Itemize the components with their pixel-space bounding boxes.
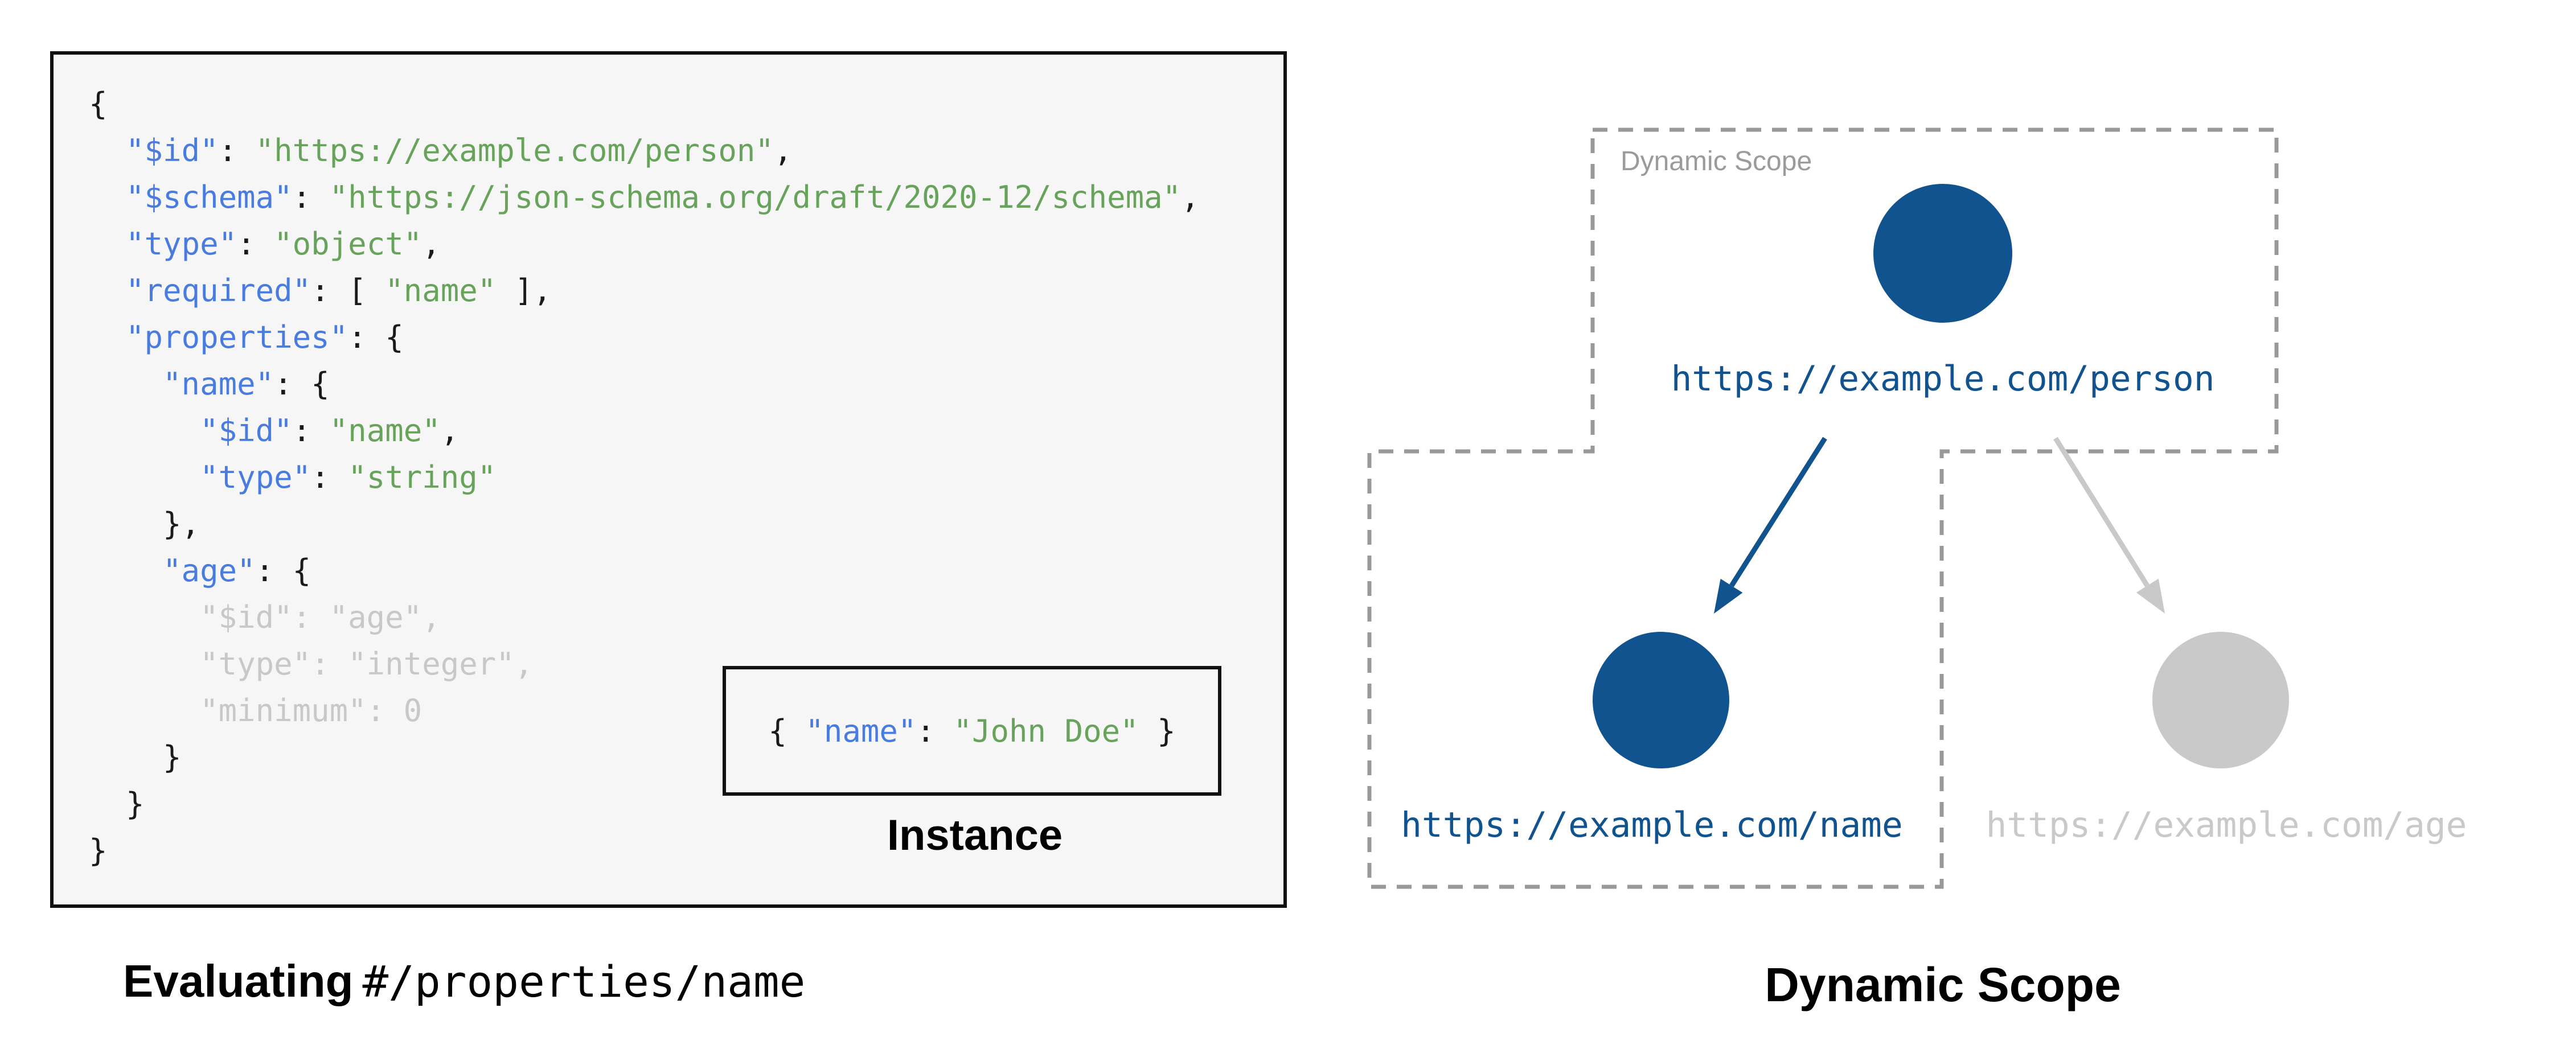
person-schema-node (1873, 184, 2012, 323)
age-schema-node (2152, 632, 2289, 768)
person-node-url: https://example.com/person (1671, 359, 2215, 399)
scope-boundary-label: Dynamic Scope (1621, 146, 1812, 176)
arrowhead-person-to-name (1714, 578, 1743, 614)
schema-panel: { "$id": "https://example.com/person", "… (50, 51, 1287, 908)
name-node-url: https://example.com/name (1401, 805, 1903, 845)
evaluating-caption: Evaluating#/properties/name (123, 955, 805, 1007)
instance-label: Instance (887, 811, 1063, 859)
age-node-url: https://example.com/age (1986, 805, 2467, 845)
scope-boundary-outline (1367, 127, 2279, 889)
evaluating-caption-bold: Evaluating (123, 956, 354, 1006)
instance-box: { "name": "John Doe" } (723, 666, 1221, 796)
name-schema-node (1593, 632, 1729, 768)
edge-person-to-age (2053, 437, 2150, 587)
schema-code: { "$id": "https://example.com/person", "… (89, 86, 1200, 869)
arrowhead-person-to-age (2136, 578, 2165, 614)
evaluating-caption-pointer: #/properties/name (362, 956, 806, 1007)
instance-code: { "name": "John Doe" } (768, 713, 1176, 749)
dynamic-scope-caption: Dynamic Scope (1765, 958, 2121, 1011)
edge-person-to-name (1729, 437, 1827, 587)
